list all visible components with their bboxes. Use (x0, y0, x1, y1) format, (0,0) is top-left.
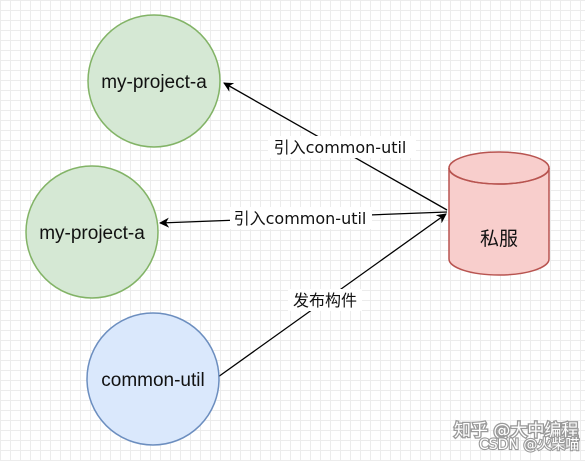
node-label: my-project-a (39, 223, 145, 244)
edge-label-import-mid: 引入common-util (234, 209, 367, 228)
node-private-repo-cylinder[interactable]: 私服 (448, 151, 550, 276)
watermark-csdn: CSDN @火柴喵 (479, 437, 579, 453)
edge-label-bg (268, 136, 416, 158)
edge-label-bg (230, 207, 372, 229)
watermark-zhihu: 知乎 @大中编程 (454, 421, 578, 441)
node-label: common-util (101, 370, 204, 391)
node-project-a-mid[interactable]: my-project-a (25, 165, 159, 299)
node-common-util[interactable]: common-util (86, 312, 220, 446)
edge-label-bg (288, 289, 362, 311)
node-label: my-project-a (101, 72, 207, 93)
node-label: 私服 (480, 228, 518, 250)
edge-label-publish: 发布构件 (293, 291, 357, 310)
edge-label-import-top: 引入common-util (274, 138, 407, 157)
node-project-a-top[interactable]: my-project-a (87, 14, 221, 148)
